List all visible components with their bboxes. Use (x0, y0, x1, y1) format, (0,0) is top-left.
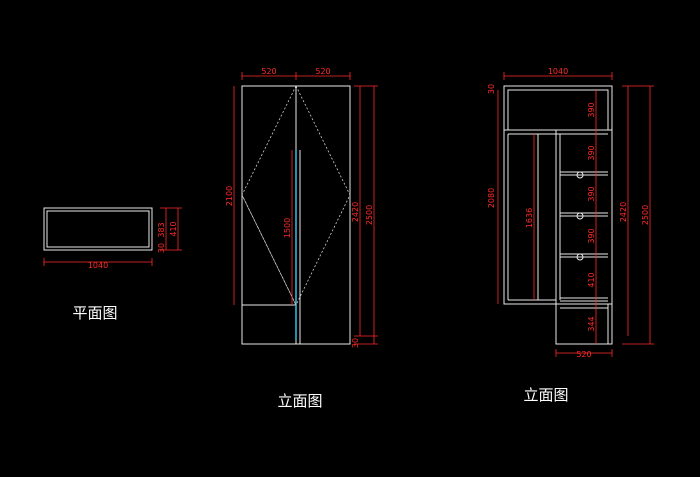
plan-depth-410: 410 (169, 221, 178, 236)
interior-top-30: 30 (487, 84, 496, 94)
door-width-right: 520 (315, 67, 330, 76)
plan-width-label: 1040 (88, 261, 108, 270)
shelf-dim-6: 344 (587, 316, 596, 331)
interior-h2420: 2420 (619, 202, 628, 222)
drawer-knob-2 (576, 212, 584, 220)
door-h1500: 1500 (283, 218, 292, 238)
shelf-dim-3: 390 (587, 186, 596, 201)
plan-title: 平面图 (72, 304, 117, 322)
shelf-dim-4: 390 (587, 228, 596, 243)
plan-view: 1040 383 30 410 平面图 (43, 207, 182, 322)
door-right-swing (295, 85, 351, 306)
shelf-dim-1: 390 (587, 102, 596, 117)
elevation-doors: 520 520 2100 1500 2420 2500 30 立面图 (225, 67, 378, 410)
elevation2-title: 立面图 (523, 386, 568, 404)
interior-h1636: 1636 (525, 208, 534, 228)
elevation1-title: 立面图 (277, 392, 322, 410)
plan-depth-383: 383 (157, 222, 166, 237)
shelf-dim-2: 390 (587, 145, 596, 160)
drawer-knob-1 (576, 171, 584, 179)
door-left-swing (241, 85, 297, 306)
shelf-dim-5: 410 (587, 272, 596, 287)
door-width-left: 520 (261, 67, 276, 76)
interior-h2080: 2080 (487, 188, 496, 208)
plan-depth-30: 30 (157, 243, 166, 253)
door-h30: 30 (351, 338, 360, 348)
plan-outer (43, 207, 153, 251)
door-h2420: 2420 (351, 202, 360, 222)
plan-inner (46, 210, 150, 248)
interior-h2500: 2500 (641, 205, 650, 225)
door-h2100: 2100 (225, 186, 234, 206)
door-h2500: 2500 (365, 205, 374, 225)
bottom-width: 520 (576, 350, 591, 359)
elevation-interior: 1040 30 2080 1636 390 390 390 390 410 34… (487, 67, 654, 404)
bottom-drawer (555, 303, 613, 345)
interior-top-width: 1040 (548, 67, 568, 76)
drawer-knob-3 (576, 253, 584, 261)
